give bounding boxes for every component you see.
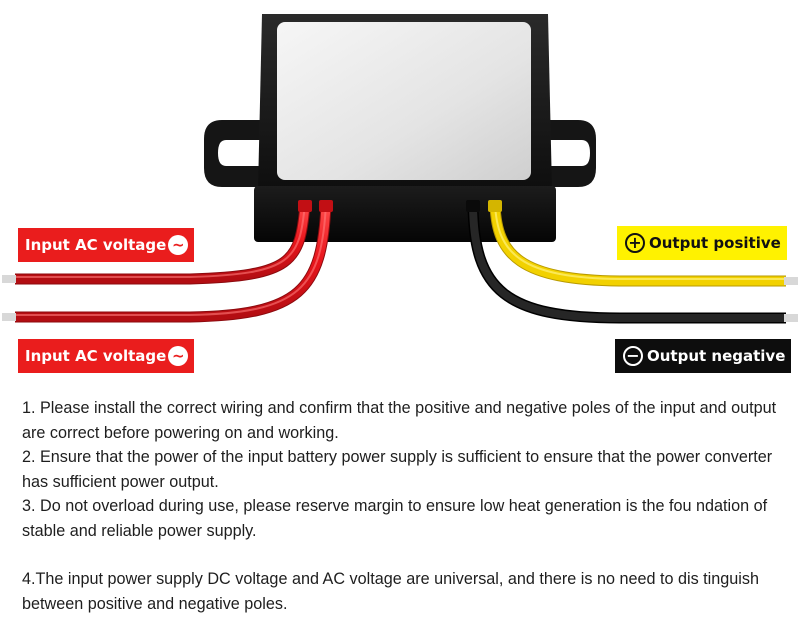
input-ac-voltage-label-bottom: Input AC voltage ~ [18,339,195,373]
wire-tip [2,275,16,283]
label-text: Input AC voltage [25,347,167,365]
output-positive-label: + Output positive [617,226,787,260]
instruction-item: 1. Please install the correct wiring and… [22,399,777,442]
instruction-item: 2. Ensure that the power of the input ba… [22,448,773,491]
ac-symbol-icon: ~ [168,235,189,255]
minus-circle-icon: − [623,346,643,366]
label-text: Output positive [649,234,781,252]
input-ac-voltage-label-top: Input AC voltage ~ [18,228,195,262]
instructions-text: 1. Please install the correct wiring and… [22,396,792,616]
label-text: Output negative [647,347,786,365]
wire-tip [784,277,798,285]
output-negative-label: − Output negative [615,339,792,373]
label-panel [277,22,531,180]
wire-tip [784,314,798,322]
instruction-item: 3. Do not overload during use, please re… [22,497,768,540]
label-text: Input AC voltage [25,236,167,254]
instruction-item: 4.The input power supply DC voltage and … [22,570,759,613]
input-wires [2,200,333,323]
ac-symbol-icon: ~ [168,346,189,366]
plus-circle-icon: + [625,233,645,253]
wire-tip [2,313,16,321]
converter-wiring-diagram [2,14,798,324]
output-wires [466,200,798,324]
